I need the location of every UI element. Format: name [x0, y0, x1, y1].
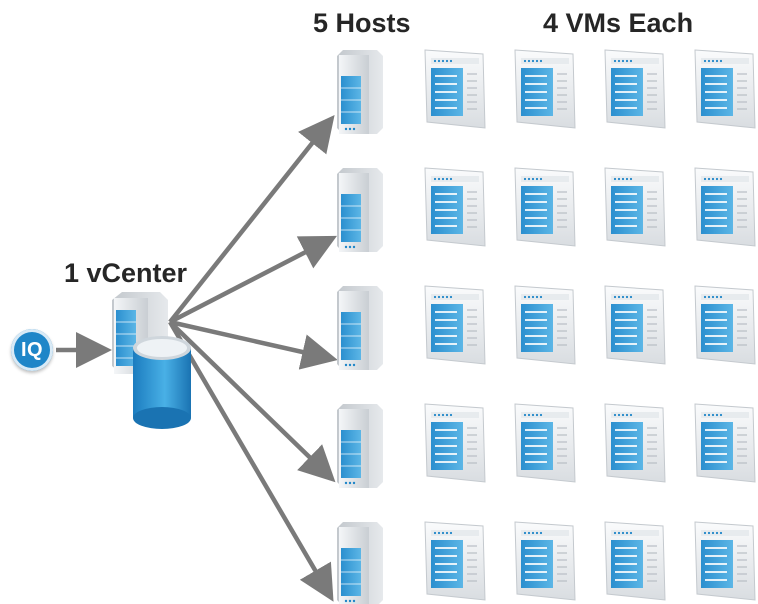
virtual-machine-window-icon: [694, 403, 756, 483]
hosts-heading: 5 Hosts: [313, 8, 411, 38]
virtual-machine-window-icon: [604, 49, 666, 129]
iq-badge-text: IQ: [20, 338, 44, 361]
virtual-machine-window-icon: [694, 49, 756, 129]
vcenter-to-host-arrow: [168, 235, 337, 324]
virtual-machine-window-icon: [604, 167, 666, 247]
virtual-machine-window-icon: [604, 285, 666, 365]
virtual-machine-window-icon: [694, 285, 756, 365]
database-icon: [133, 336, 191, 429]
vcenter-label: 1 vCenter: [64, 258, 188, 288]
virtual-machine-window-icon: [424, 49, 486, 129]
virtual-machine-window-icon: [424, 167, 486, 247]
vcenter-to-host-arrow: [168, 320, 334, 602]
virtual-machine-window-icon: [424, 403, 486, 483]
vms-heading: 4 VMs Each: [543, 8, 694, 38]
vcenter-to-host-arrow: [168, 114, 335, 324]
host-arrows: [168, 114, 338, 602]
vcenter-to-host-arrow: [169, 319, 338, 370]
virtual-machine-window-icon: [514, 285, 576, 365]
vm-grid: [424, 49, 756, 601]
virtual-machine-window-icon: [694, 167, 756, 247]
iq-logo-icon: IQ: [11, 329, 53, 371]
virtual-machine-window-icon: [514, 167, 576, 247]
hosts-column: [337, 50, 383, 604]
vcenter-to-host-arrow: [168, 320, 336, 483]
virtual-machine-window-icon: [514, 521, 576, 601]
virtual-machine-window-icon: [694, 521, 756, 601]
virtual-machine-window-icon: [424, 285, 486, 365]
virtual-machine-window-icon: [514, 403, 576, 483]
virtual-machine-window-icon: [424, 521, 486, 601]
virtual-machine-window-icon: [604, 403, 666, 483]
server-tower-icon: [337, 168, 383, 252]
server-tower-icon: [337, 404, 383, 488]
virtual-machine-window-icon: [604, 521, 666, 601]
server-tower-icon: [337, 50, 383, 134]
virtual-machine-window-icon: [514, 49, 576, 129]
server-tower-icon: [337, 522, 383, 604]
server-tower-icon: [337, 286, 383, 370]
